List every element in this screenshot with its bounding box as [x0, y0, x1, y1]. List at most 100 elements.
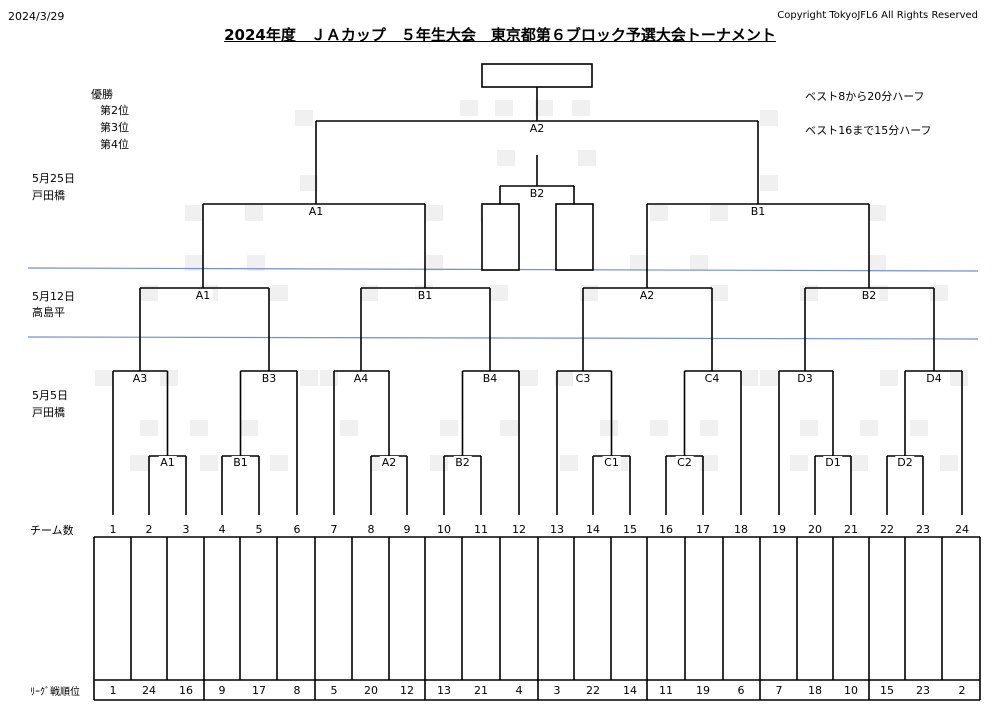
watermark-square	[868, 205, 886, 221]
r1-match-label: A2	[379, 456, 399, 470]
league-rank-value: 18	[808, 684, 822, 697]
watermark-square	[185, 205, 203, 221]
watermark-square	[650, 205, 668, 221]
team-number: 15	[623, 523, 637, 536]
team-number: 14	[586, 523, 600, 536]
league-rank-value: 8	[293, 684, 301, 697]
team-count-label: チーム数	[30, 524, 74, 537]
watermark-square	[868, 255, 886, 271]
sf-match-label: A1	[306, 205, 326, 219]
team-number: 16	[659, 523, 673, 536]
watermark-square	[425, 255, 443, 271]
watermark-square	[430, 455, 448, 471]
watermark-square	[140, 285, 158, 301]
watermark-square	[740, 370, 758, 386]
watermark-square	[578, 150, 596, 166]
watermark-square	[245, 205, 263, 221]
copyright-notice: Copyright TokyoJFL6 All Rights Reserved	[777, 10, 978, 21]
note-best8: ベスト8から20分ハーフ	[805, 90, 925, 103]
watermark-square	[555, 370, 573, 386]
league-rank-value: 1	[109, 684, 117, 697]
team-number: 2	[145, 523, 153, 536]
watermark-square	[440, 420, 458, 436]
r16-match-label: B4	[480, 372, 500, 386]
print-date: 2024/3/29	[8, 10, 65, 23]
round-venue-quarter: 高島平	[32, 306, 65, 319]
watermark-square	[760, 370, 778, 386]
league-rank-value: 2	[958, 684, 966, 697]
watermark-square	[460, 100, 478, 116]
r1-match-label: B1	[231, 456, 250, 470]
qf-match-label: A1	[193, 289, 213, 303]
r16-match-label: C3	[573, 372, 593, 386]
watermark-square	[700, 455, 718, 471]
team-number: 10	[437, 523, 451, 536]
watermark-square	[950, 370, 968, 386]
watermark-square	[850, 455, 868, 471]
result-fourth-label: 第4位	[100, 138, 129, 151]
team-number: 9	[403, 523, 411, 536]
watermark-square	[600, 420, 618, 436]
r1-match-label: D1	[823, 456, 843, 470]
team-number: 5	[255, 523, 263, 536]
watermark-square	[270, 285, 288, 301]
league-rank-value: 9	[218, 684, 226, 697]
sf-match-label: B1	[748, 205, 768, 219]
watermark-square	[160, 370, 178, 386]
qf-match-label: A2	[637, 289, 657, 303]
league-rank-value: 12	[400, 684, 414, 697]
result-winner-label: 優勝	[91, 88, 113, 101]
team-number: 24	[955, 523, 969, 536]
watermark-square	[200, 455, 218, 471]
watermark-square	[880, 370, 898, 386]
note-best16: ベスト16まで15分ハーフ	[805, 124, 932, 137]
team-number: 3	[182, 523, 190, 536]
league-rank-value: 20	[364, 684, 378, 697]
watermark-square	[497, 150, 515, 166]
third-place-slot-right	[555, 203, 594, 271]
r1-match-label: B2	[453, 456, 472, 470]
round-date-final: 5月25日	[32, 172, 75, 185]
league-rank-value: 19	[696, 684, 710, 697]
league-rank-value: 7	[775, 684, 783, 697]
watermark-square	[140, 420, 158, 436]
result-second-label: 第2位	[100, 104, 129, 117]
team-number: 11	[474, 523, 488, 536]
round-date-r16: 5月5日	[32, 389, 68, 402]
watermark-square	[710, 205, 728, 221]
r16-match-label: C4	[702, 372, 722, 386]
league-rank-value: 17	[252, 684, 266, 697]
league-rank-value: 3	[553, 684, 561, 697]
watermark-square	[940, 455, 958, 471]
team-number: 23	[916, 523, 930, 536]
r16-match-label: A3	[130, 372, 150, 386]
watermark-square	[690, 255, 708, 271]
watermark-square	[535, 100, 553, 116]
watermark-square	[910, 420, 928, 436]
qf-match-label: B1	[415, 289, 435, 303]
round-separator-line	[27, 336, 979, 340]
league-rank-value: 16	[179, 684, 193, 697]
r1-match-label: C2	[675, 456, 694, 470]
team-number: 18	[734, 523, 748, 536]
page-title: 2024年度 ＪＡカップ ５年生大会 東京都第６ブロック予選大会トーナメント	[224, 26, 776, 44]
final-match-label: A2	[527, 122, 547, 136]
team-number: 7	[330, 523, 338, 536]
r1-match-label: D2	[895, 456, 915, 470]
team-number: 12	[512, 523, 526, 536]
league-rank-value: 14	[623, 684, 637, 697]
watermark-square	[500, 420, 518, 436]
watermark-square	[650, 420, 668, 436]
team-number: 21	[844, 523, 858, 536]
r1-match-label: A1	[158, 456, 177, 470]
watermark-square	[760, 175, 778, 191]
watermark-square	[700, 420, 718, 436]
qf-match-label: B2	[859, 289, 879, 303]
watermark-square	[495, 100, 513, 116]
watermark-square	[520, 370, 538, 386]
watermark-square	[340, 420, 358, 436]
r16-match-label: D3	[795, 372, 815, 386]
watermark-square	[300, 370, 318, 386]
league-rank-value: 10	[844, 684, 858, 697]
